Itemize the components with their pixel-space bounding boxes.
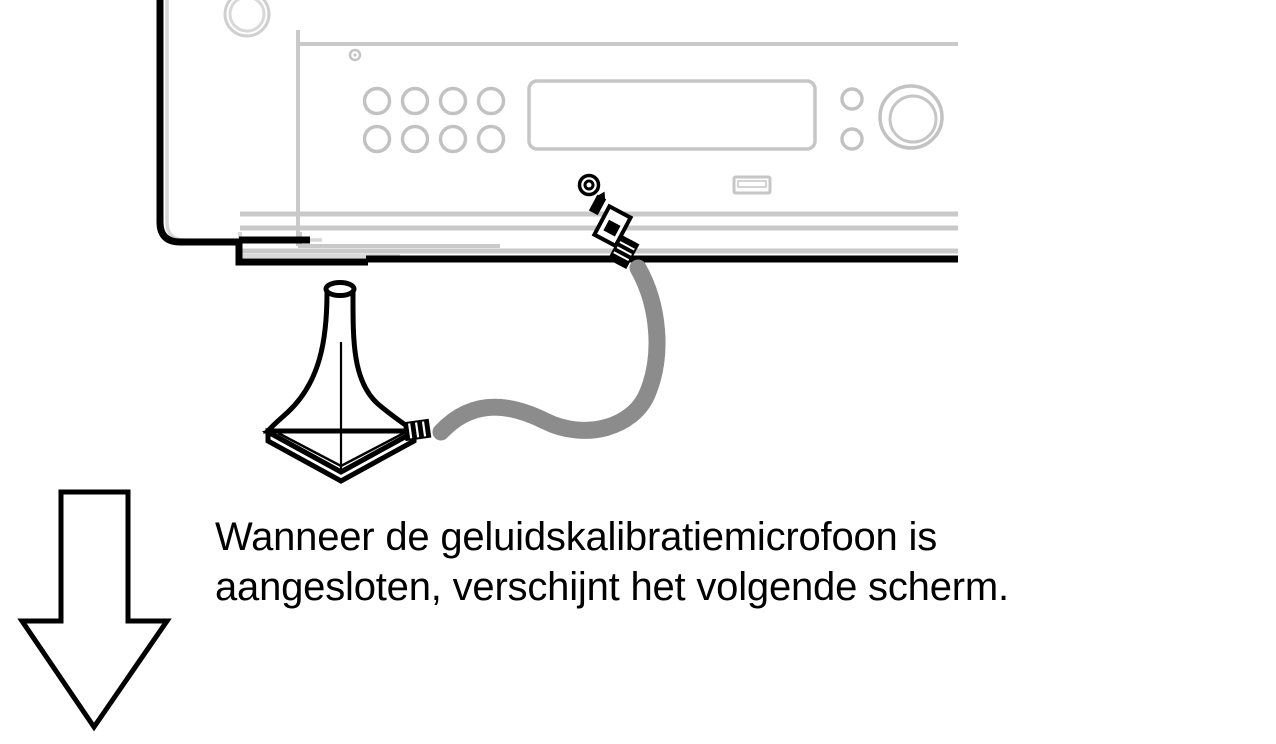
receiver-base-outline (298, 232, 500, 248)
mini-plug-connector (588, 191, 640, 270)
power-knob[interactable] (223, 0, 271, 38)
button-1[interactable] (362, 86, 392, 116)
sound-calibration-microphone (261, 280, 432, 484)
button-6[interactable] (400, 124, 430, 154)
microphone-cable-collar (402, 418, 432, 442)
button-5[interactable] (362, 124, 392, 154)
button-3[interactable] (438, 86, 468, 116)
microphone-cable (432, 259, 666, 441)
caption-line-1: Wanneer de geluidskalibratiemicrofoon is (215, 515, 938, 559)
microphone-capsule-opening (323, 280, 357, 298)
volume-knob[interactable] (878, 84, 944, 150)
down-arrow-icon (17, 489, 172, 732)
button-grid[interactable] (362, 86, 506, 154)
receiver-silhouette (156, 0, 958, 266)
receiver-left-edge (156, 0, 240, 246)
button-2[interactable] (400, 86, 430, 116)
button-8[interactable] (476, 124, 506, 154)
usb-port[interactable] (732, 175, 772, 195)
caption: Wanneer de geluidskalibratiemicrofoon is… (215, 512, 1245, 612)
setup-mic-jack[interactable] (577, 173, 601, 197)
microphone-base-side (265, 427, 417, 484)
button-4[interactable] (476, 86, 506, 116)
small-knob-1[interactable] (840, 87, 864, 111)
button-7[interactable] (438, 124, 468, 154)
small-knobs[interactable] (840, 87, 864, 151)
receiver-foot-edge (235, 239, 368, 266)
display-window (527, 79, 817, 151)
caption-line-2: aangesloten, verschijnt het volgende sch… (215, 565, 1009, 609)
small-knob-2[interactable] (840, 127, 864, 151)
led-indicator (348, 48, 362, 62)
